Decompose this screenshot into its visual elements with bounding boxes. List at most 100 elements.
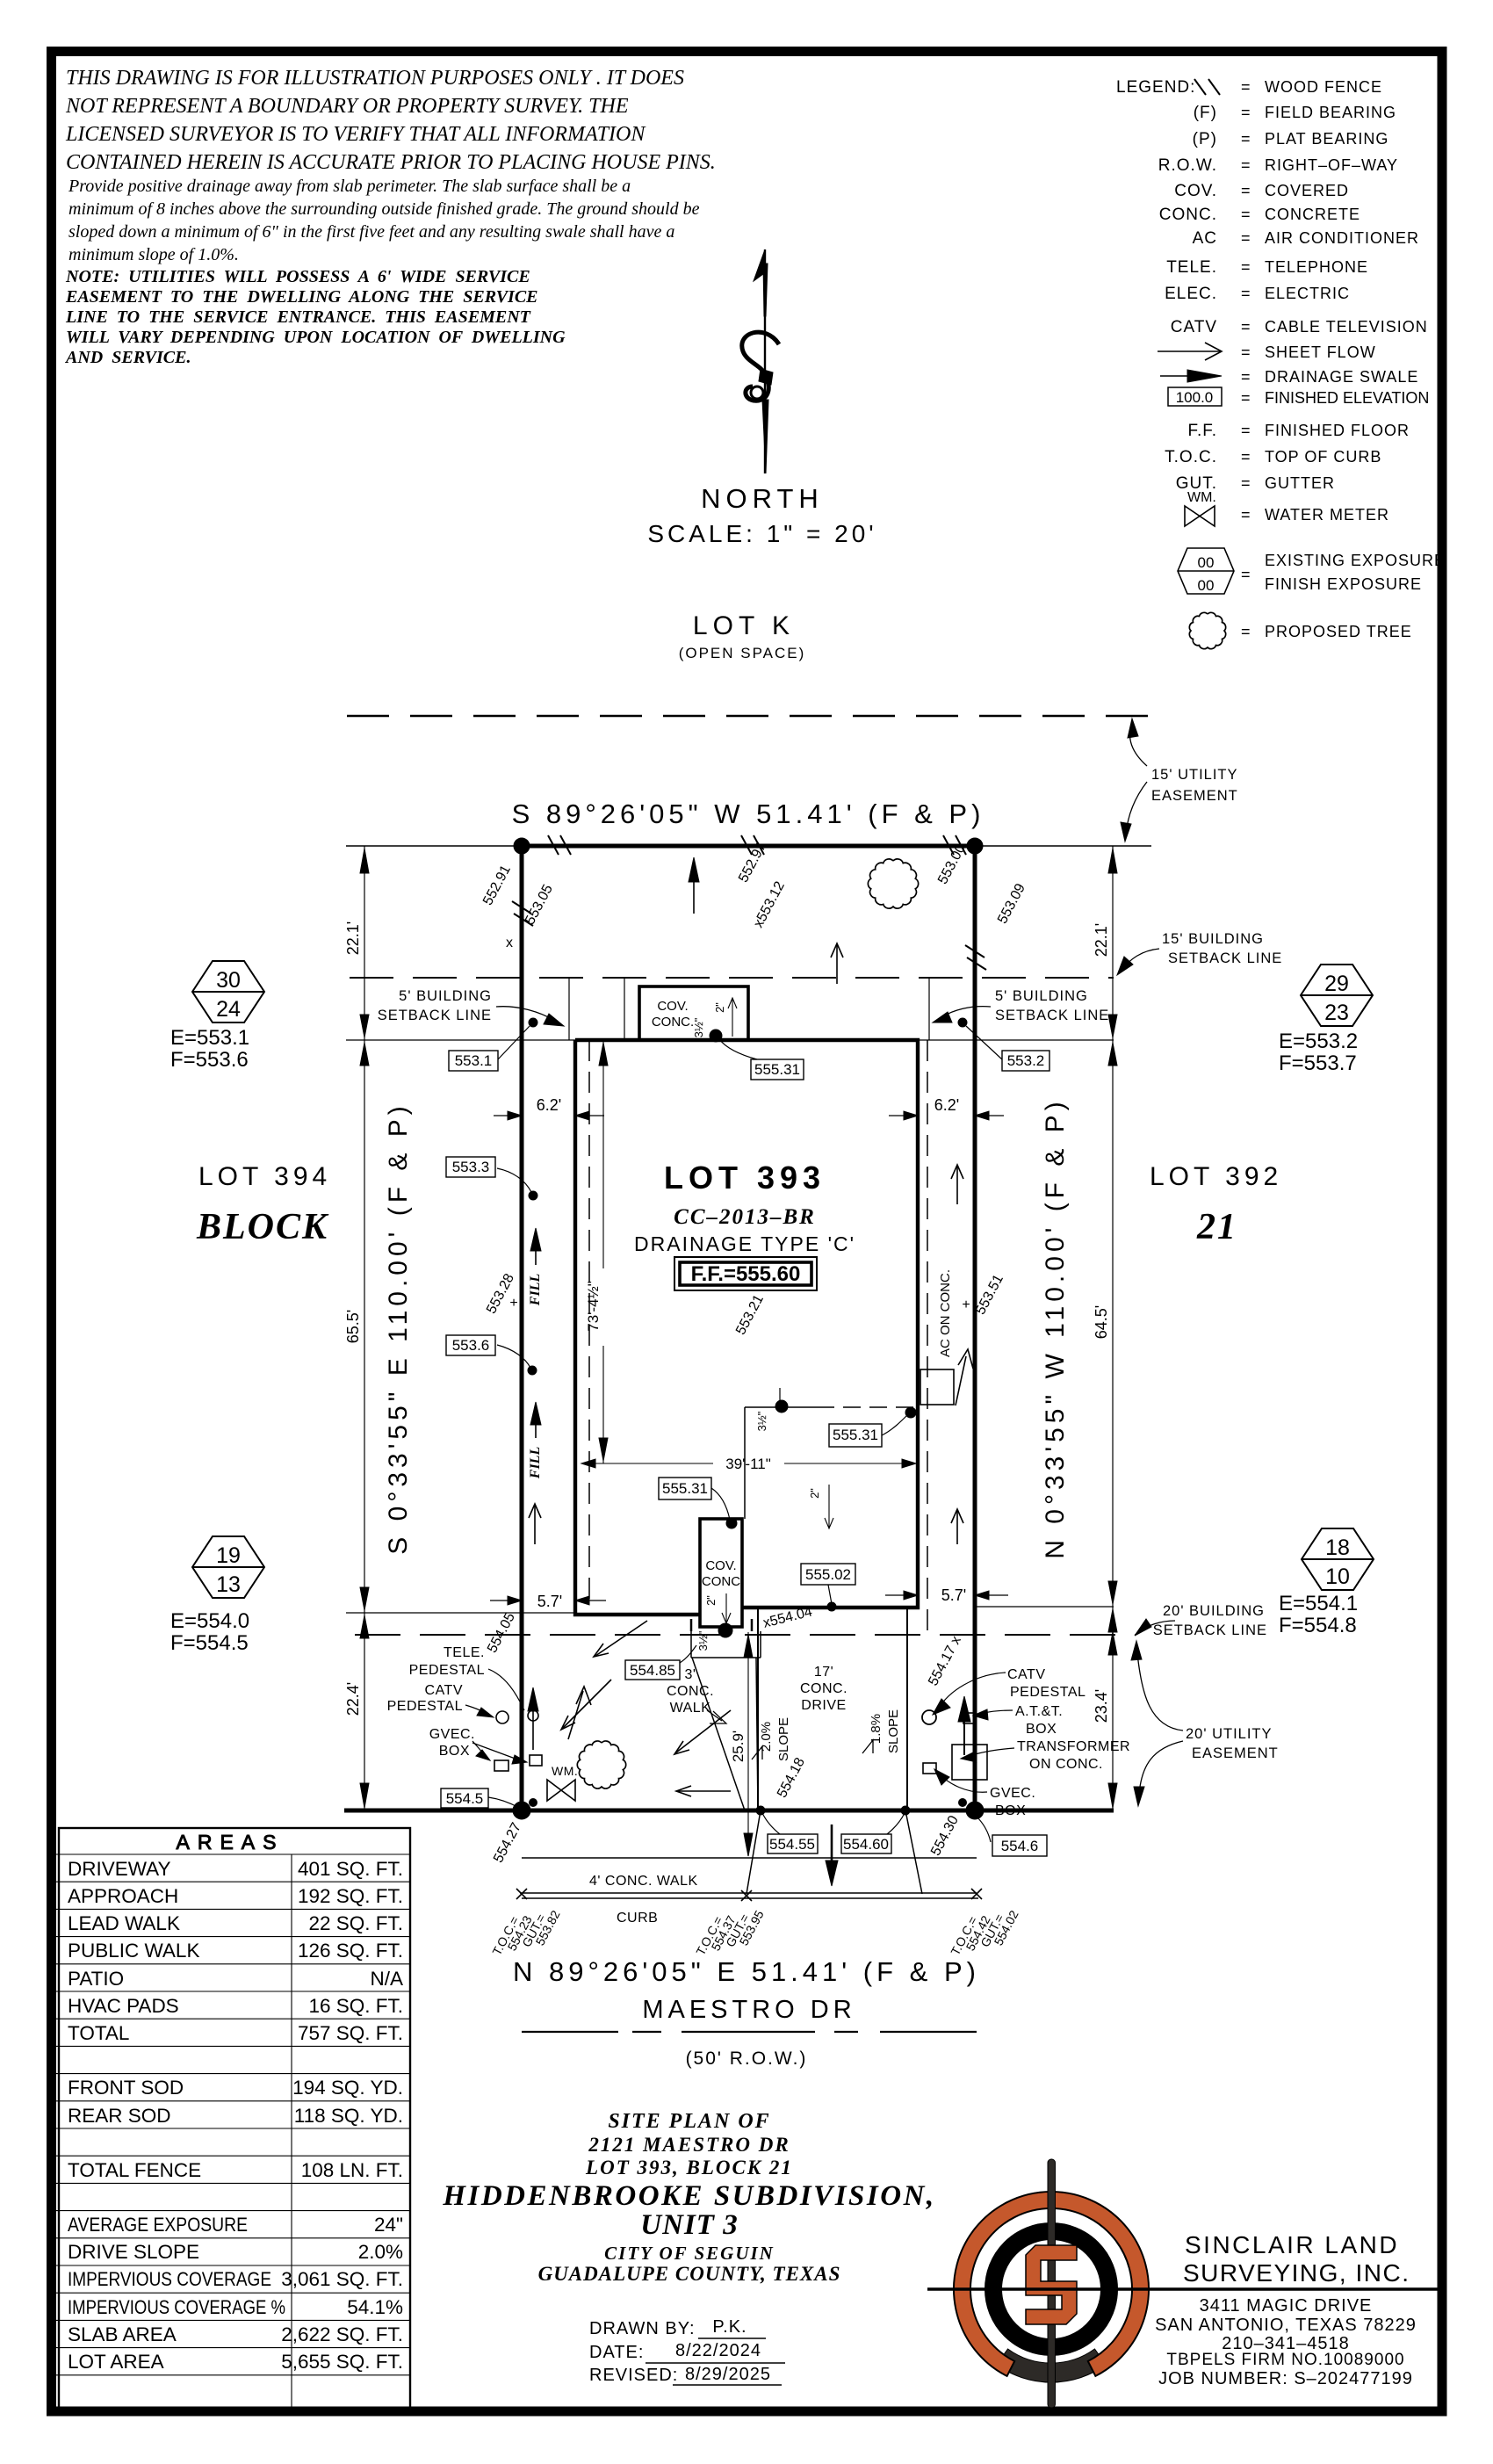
svg-text:SHEET FLOW: SHEET FLOW — [1265, 343, 1376, 361]
svg-text:2": 2" — [704, 1595, 718, 1606]
svg-text:23.4': 23.4' — [1093, 1689, 1110, 1723]
svg-text:DRIVEWAY: DRIVEWAY — [68, 1858, 171, 1880]
svg-text:F=553.6: F=553.6 — [170, 1048, 249, 1072]
svg-text:+: + — [962, 1297, 970, 1312]
svg-text:553.6: 553.6 — [452, 1337, 490, 1354]
svg-text:=: = — [1241, 389, 1251, 407]
svg-text:PROPOSED TREE: PROPOSED TREE — [1265, 623, 1412, 640]
svg-text:EASEMENT TO THE DWELLING ALONG: EASEMENT TO THE DWELLING ALONG THE SERVI… — [65, 287, 538, 307]
svg-text:SETBACK LINE: SETBACK LINE — [378, 1008, 492, 1023]
svg-text:2": 2" — [808, 1488, 821, 1499]
svg-text:COVERED: COVERED — [1265, 182, 1349, 199]
svg-text:8/29/2025: 8/29/2025 — [685, 2365, 771, 2384]
svg-text:E=554.1: E=554.1 — [1279, 1592, 1358, 1615]
svg-text:2121 MAESTRO DR: 2121 MAESTRO DR — [588, 2134, 790, 2156]
svg-text:108 LN. FT.: 108 LN. FT. — [301, 2159, 403, 2181]
svg-text:=: = — [1241, 368, 1251, 386]
svg-text:CABLE TELEVISION: CABLE TELEVISION — [1265, 318, 1428, 336]
svg-text:HIDDENBROOKE SUBDIVISION,: HIDDENBROOKE SUBDIVISION, — [442, 2180, 935, 2212]
svg-text:SAN ANTONIO, TEXAS 78229: SAN ANTONIO, TEXAS 78229 — [1155, 2316, 1417, 2335]
svg-text:3411 MAGIC DRIVE: 3411 MAGIC DRIVE — [1200, 2296, 1373, 2316]
svg-text:(OPEN SPACE): (OPEN SPACE) — [679, 645, 806, 661]
svg-text:SETBACK LINE: SETBACK LINE — [995, 1008, 1109, 1023]
svg-text:(P): (P) — [1193, 130, 1217, 148]
svg-text:E=553.1: E=553.1 — [170, 1026, 249, 1050]
svg-text:210–341–4518: 210–341–4518 — [1222, 2334, 1349, 2353]
svg-text:FILL: FILL — [528, 1274, 543, 1307]
svg-text:24: 24 — [216, 997, 241, 1022]
svg-text:S 0°33'55" E 110.00' (F & P): S 0°33'55" E 110.00' (F & P) — [384, 1102, 413, 1554]
svg-text:=: = — [1241, 474, 1251, 492]
svg-text:555.31: 555.31 — [833, 1427, 878, 1443]
svg-text:=: = — [1241, 78, 1251, 96]
svg-text:SLAB AREA: SLAB AREA — [68, 2323, 177, 2345]
svg-text:PEDESTAL: PEDESTAL — [409, 1663, 485, 1678]
svg-text:WOOD FENCE: WOOD FENCE — [1265, 78, 1382, 96]
svg-text:CONC.: CONC. — [667, 1684, 714, 1699]
svg-text:2.0%: 2.0% — [759, 1722, 774, 1752]
svg-text:BLOCK: BLOCK — [196, 1207, 329, 1247]
svg-text:TOP OF CURB: TOP OF CURB — [1265, 448, 1381, 466]
svg-text:22.1': 22.1' — [1093, 923, 1110, 957]
svg-text:REVISED:: REVISED: — [589, 2366, 678, 2385]
svg-text:CC–2013–BR: CC–2013–BR — [674, 1205, 816, 1229]
svg-text:IMPERVIOUS COVERAGE %: IMPERVIOUS COVERAGE % — [68, 2296, 285, 2318]
svg-text:minimum of 8 inches above the: minimum of 8 inches above the surroundin… — [69, 199, 700, 219]
svg-text:BOX: BOX — [439, 1744, 470, 1759]
svg-text:CONC.: CONC. — [652, 1015, 694, 1030]
svg-text:4' CONC. WALK: 4' CONC. WALK — [589, 1874, 698, 1889]
svg-text:TOTAL FENCE: TOTAL FENCE — [68, 2159, 201, 2181]
svg-text:S 89°26'05" W 51.41' (F & P): S 89°26'05" W 51.41' (F & P) — [512, 798, 985, 829]
svg-text:554.55: 554.55 — [769, 1836, 815, 1853]
svg-text:=: = — [1241, 448, 1251, 466]
svg-text:AND SERVICE.: AND SERVICE. — [64, 348, 191, 367]
svg-text:=: = — [1241, 156, 1251, 174]
svg-text:COV.: COV. — [1174, 182, 1217, 200]
svg-text:x: x — [506, 936, 513, 950]
svg-text:554.05: 554.05 — [485, 1610, 518, 1655]
svg-text:5.7': 5.7' — [941, 1586, 966, 1604]
svg-text:10: 10 — [1325, 1564, 1350, 1589]
svg-text:5' BUILDING: 5' BUILDING — [399, 988, 492, 1004]
svg-text:GUTTER: GUTTER — [1265, 474, 1335, 492]
svg-text:EASEMENT: EASEMENT — [1151, 788, 1238, 804]
svg-text:SCALE: 1" = 20': SCALE: 1" = 20' — [647, 520, 876, 547]
svg-text:30: 30 — [216, 968, 241, 993]
svg-text:Provide positive drainage away: Provide positive drainage away from slab… — [68, 177, 631, 196]
svg-text:LOT 393: LOT 393 — [664, 1160, 826, 1196]
svg-text:100.0: 100.0 — [1176, 389, 1214, 406]
svg-text:3': 3' — [685, 1667, 696, 1682]
svg-text:DRAINAGE TYPE 'C': DRAINAGE TYPE 'C' — [634, 1232, 855, 1255]
svg-text:553.00: 553.00 — [935, 842, 969, 886]
svg-text:PUBLIC WALK: PUBLIC WALK — [68, 1940, 199, 1962]
svg-text:WILL VARY DEPENDING UPON LOCAT: WILL VARY DEPENDING UPON LOCATION OF DWE… — [66, 328, 566, 347]
svg-text:22 SQ. FT.: 22 SQ. FT. — [308, 1912, 403, 1934]
svg-text:=: = — [1241, 343, 1251, 361]
svg-text:401 SQ. FT.: 401 SQ. FT. — [298, 1858, 403, 1880]
svg-text:LOT 393, BLOCK 21: LOT 393, BLOCK 21 — [585, 2157, 793, 2179]
svg-text:=: = — [1241, 229, 1251, 247]
svg-text:FIELD BEARING: FIELD BEARING — [1265, 104, 1396, 121]
svg-text:CATV: CATV — [1171, 318, 1217, 336]
svg-text:MAESTRO DR: MAESTRO DR — [642, 1996, 855, 2024]
svg-text:LOT K: LOT K — [693, 611, 795, 640]
svg-text:FINISH EXPOSURE: FINISH EXPOSURE — [1265, 575, 1422, 593]
svg-text:AIR CONDITIONER: AIR CONDITIONER — [1265, 229, 1419, 247]
svg-text:CONC.: CONC. — [800, 1681, 847, 1696]
svg-text:TELEPHONE: TELEPHONE — [1265, 258, 1368, 276]
svg-text:AVERAGE EXPOSURE: AVERAGE EXPOSURE — [68, 2214, 248, 2236]
svg-text:=: = — [1241, 104, 1251, 121]
svg-text:22.4': 22.4' — [344, 1682, 362, 1716]
svg-text:=: = — [1241, 285, 1251, 302]
svg-text:2,622 SQ. FT.: 2,622 SQ. FT. — [281, 2323, 403, 2345]
svg-text:16 SQ. FT.: 16 SQ. FT. — [308, 1995, 403, 2017]
svg-text:SETBACK LINE: SETBACK LINE — [1153, 1622, 1267, 1638]
svg-text:126 SQ. FT.: 126 SQ. FT. — [298, 1940, 403, 1962]
svg-text:19: 19 — [216, 1543, 241, 1568]
svg-text:(50' R.O.W.): (50' R.O.W.) — [686, 2049, 808, 2069]
svg-text:2.0%: 2.0% — [358, 2241, 403, 2263]
svg-text:(F): (F) — [1194, 104, 1217, 122]
svg-text:17': 17' — [814, 1665, 833, 1680]
svg-text:554.85: 554.85 — [630, 1662, 675, 1679]
svg-text:ELEC.: ELEC. — [1165, 285, 1217, 303]
